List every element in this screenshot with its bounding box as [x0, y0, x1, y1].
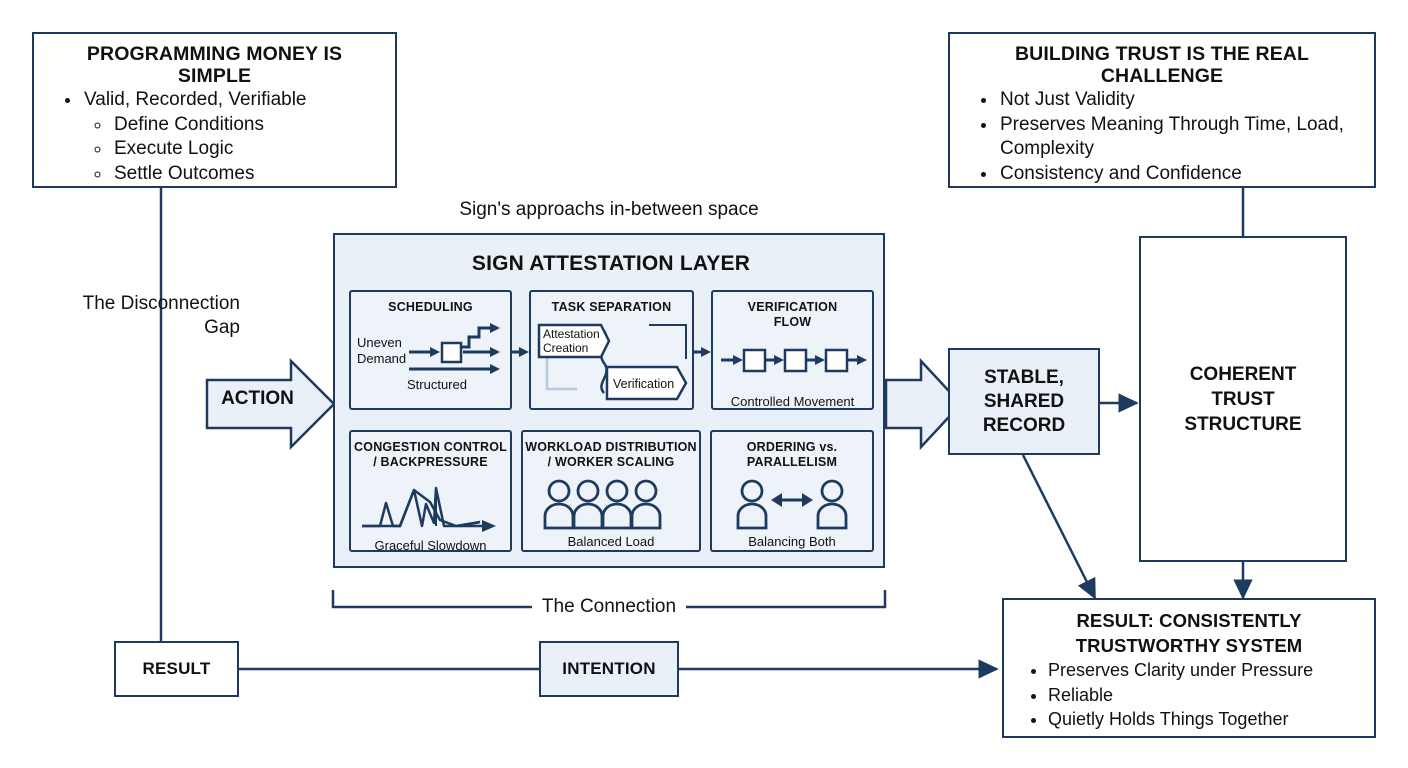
svg-text:Verification: Verification	[613, 377, 674, 391]
card-congestion-control-title-line1: CONGESTION CONTROL	[354, 440, 507, 454]
connection-label: The Connection	[534, 595, 684, 619]
intention-box-label: INTENTION	[562, 659, 656, 678]
subbullet-settle-outcomes: Settle Outcomes	[112, 162, 381, 187]
panel-to-record-arrow	[884, 357, 963, 451]
card-scheduling-title: SCHEDULING	[388, 300, 473, 314]
coherent-trust-line2: TRUST	[1211, 388, 1275, 410]
result-bullet-quietly-holds: Quietly Holds Things Together	[1048, 707, 1364, 732]
result-box: RESULT	[114, 641, 239, 697]
subbullet-define-conditions: Define Conditions	[112, 113, 381, 138]
building-trust-title: BUILDING TRUST IS THE REAL CHALLENGE	[1014, 43, 1309, 87]
disconnection-gap-label: The Disconnection Gap	[40, 292, 240, 340]
building-trust-box: BUILDING TRUST IS THE REAL CHALLENGE Not…	[948, 32, 1376, 188]
result-system-title-line1: RESULT: CONSISTENTLY	[1076, 610, 1302, 631]
task-separation-icon: Attestation Creation Verification	[537, 323, 688, 401]
programming-money-bullets: Valid, Recorded, Verifiable Define Condi…	[48, 88, 381, 186]
panel-connector-1	[512, 347, 529, 357]
panel-title: SIGN ATTESTATION LAYER	[471, 252, 751, 275]
action-arrow-shape	[205, 357, 336, 451]
programming-money-subbullets: Define Conditions Execute Logic Settle O…	[84, 113, 381, 187]
card-verification-flow-title-line1: VERIFICATION	[747, 300, 838, 314]
intention-box: INTENTION	[539, 641, 679, 697]
bullet-text: Valid, Recorded, Verifiable	[84, 89, 307, 110]
result-bullet-preserves-clarity: Preserves Clarity under Pressure	[1048, 658, 1364, 683]
stable-record-line1: STABLE,	[984, 366, 1064, 388]
svg-text:Attestation: Attestation	[543, 327, 600, 341]
card-ordering-parallelism-caption: Balancing Both	[748, 534, 836, 549]
card-workload-distribution-caption: Balanced Load	[567, 534, 655, 549]
card-scheduling[interactable]: SCHEDULING Uneven Demand Structured	[349, 290, 512, 410]
sign-attestation-panel: SIGN ATTESTATION LAYER SCHEDULING Uneven…	[333, 233, 885, 568]
action-arrow: ACTION	[205, 357, 337, 451]
svg-text:Demand: Demand	[357, 351, 406, 366]
card-workload-distribution-title-line2: / WORKER SCALING	[547, 455, 675, 469]
result-box-label: RESULT	[142, 659, 211, 678]
gap-label-line2: Gap	[204, 317, 240, 338]
four-people-icon	[543, 479, 662, 530]
connection-bracket-right	[686, 590, 887, 609]
result-bullet-reliable: Reliable	[1048, 683, 1364, 708]
coherent-trust-line3: STRUCTURE	[1184, 413, 1302, 435]
building-trust-bullets: Not Just Validity Preserves Meaning Thro…	[964, 88, 1360, 186]
card-ordering-parallelism-title-line1: ORDERING vs.	[746, 440, 838, 454]
action-arrow-label: ACTION	[221, 388, 294, 409]
programming-money-title: PROGRAMMING MONEY IS SIMPLE	[86, 43, 343, 87]
coherent-trust-structure-box: COHERENT TRUST STRUCTURE	[1139, 236, 1347, 562]
connection-bracket-left	[331, 590, 532, 609]
card-ordering-parallelism-title-line2: PARALLELISM	[746, 455, 838, 469]
card-verification-flow[interactable]: VERIFICATION FLOW Controlled Movement	[711, 290, 874, 410]
svg-text:Creation: Creation	[543, 341, 588, 355]
card-task-separation[interactable]: TASK SEPARATION Attestation Creation Ver…	[529, 290, 694, 410]
result-system-bullets: Preserves Clarity under Pressure Reliabl…	[1014, 658, 1364, 732]
coherent-trust-line1: COHERENT	[1189, 363, 1297, 385]
card-verification-flow-caption: Controlled Movement	[730, 394, 855, 409]
panel-connector-2	[694, 347, 711, 357]
panel-to-record-arrow-shape	[884, 357, 963, 451]
svg-text:Structured: Structured	[407, 377, 467, 392]
panel-caption: Sign's approachs in-between space	[459, 199, 759, 220]
card-congestion-control[interactable]: CONGESTION CONTROL / BACKPRESSURE Gracef…	[349, 430, 512, 553]
bullet-consistency-confidence: Consistency and Confidence	[998, 162, 1360, 187]
card-verification-flow-title-line2: FLOW	[773, 315, 812, 329]
bullet-not-just-validity: Not Just Validity	[998, 88, 1360, 113]
svg-text:Uneven: Uneven	[357, 335, 402, 350]
card-task-separation-title: TASK SEPARATION	[551, 300, 672, 314]
card-ordering-parallelism[interactable]: ORDERING vs. PARALLELISM Balancing Both	[710, 430, 874, 552]
line-record-to-resultsystem	[1021, 454, 1097, 600]
gap-label-line1: The Disconnection	[82, 293, 240, 314]
result-system-title-line2: TRUSTWORTHY SYSTEM	[1075, 635, 1303, 656]
stable-record-line2: SHARED	[983, 390, 1065, 412]
bullet-preserves-meaning: Preserves Meaning Through Time, Load, Co…	[998, 113, 1360, 162]
card-congestion-control-caption: Graceful Slowdown	[374, 538, 487, 553]
scheduling-icon: Uneven Demand Structured	[357, 323, 500, 392]
programming-money-box: PROGRAMMING MONEY IS SIMPLE Valid, Recor…	[32, 32, 397, 188]
bullet-valid-recorded-verifiable: Valid, Recorded, Verifiable Define Condi…	[82, 88, 381, 186]
result-system-box: RESULT: CONSISTENTLY TRUSTWORTHY SYSTEM …	[1002, 598, 1376, 738]
verification-flow-icon	[721, 348, 867, 373]
card-congestion-control-title-line2: / BACKPRESSURE	[373, 455, 488, 469]
subbullet-execute-logic: Execute Logic	[112, 137, 381, 162]
card-workload-distribution[interactable]: WORKLOAD DISTRIBUTION / WORKER SCALING B…	[521, 430, 701, 552]
congestion-sparkline-icon	[361, 486, 496, 532]
stable-shared-record-box: STABLE, SHARED RECORD	[948, 348, 1100, 455]
card-workload-distribution-title-line1: WORKLOAD DISTRIBUTION	[525, 440, 697, 454]
two-people-bidirectional-icon	[736, 479, 848, 530]
stable-record-line3: RECORD	[982, 414, 1066, 436]
